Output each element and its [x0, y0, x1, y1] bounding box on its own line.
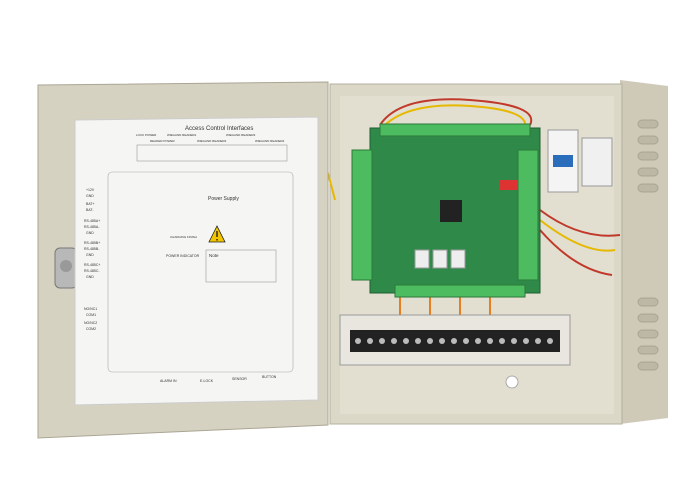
svg-text:BUTTON: BUTTON	[262, 375, 277, 379]
door-lock-icon[interactable]	[54, 247, 78, 289]
main-chip	[440, 200, 462, 222]
svg-text:RS-485C+: RS-485C+	[84, 263, 100, 267]
svg-text:BAT+: BAT+	[86, 202, 95, 206]
relays	[414, 249, 466, 269]
mounting-hole	[505, 375, 519, 389]
charging-finish-label: CHARGING FINISH	[170, 235, 197, 239]
svg-text:COM1: COM1	[86, 313, 96, 317]
top-labels: LOCK POWER READER POWER WIEGAND READER1 …	[136, 133, 285, 143]
svg-text:NO/NC1: NO/NC1	[84, 307, 97, 311]
svg-text:GND: GND	[86, 275, 94, 279]
svg-text:+12V: +12V	[86, 188, 95, 192]
wires	[304, 98, 621, 320]
left-terminal-labels: +12V GND BAT+ BAT- RS-485A+ RS-485A- GND…	[84, 188, 100, 331]
svg-text:RS-485C-: RS-485C-	[84, 269, 100, 273]
svg-text:WIEGAND READER2: WIEGAND READER2	[197, 139, 227, 143]
terminal-blocks	[351, 123, 539, 298]
svg-text:READER POWER: READER POWER	[150, 139, 176, 143]
dip-switch	[500, 180, 518, 190]
svg-text:WIEGAND READER4: WIEGAND READER4	[255, 139, 285, 143]
svg-text:NO/NC2: NO/NC2	[84, 321, 97, 325]
screw-terminals	[355, 338, 553, 344]
top-connector-outline	[136, 144, 288, 162]
svg-text:RS-485A-: RS-485A-	[84, 225, 100, 229]
svg-text:RS-485A+: RS-485A+	[84, 219, 100, 223]
svg-text:SENSOR: SENSOR	[232, 377, 247, 381]
svg-text:GND: GND	[86, 231, 94, 235]
power-indicator-label: POWER INDICATOR	[166, 254, 200, 258]
svg-text:E-LOCK: E-LOCK	[200, 379, 214, 383]
svg-text:WIEGAND READER1: WIEGAND READER1	[167, 133, 197, 137]
enclosure-side-panel	[620, 80, 668, 424]
note-box	[205, 249, 277, 283]
svg-text:BAT-: BAT-	[86, 208, 94, 212]
power-supply-label: Power Supply	[208, 196, 239, 202]
power-relay	[581, 137, 613, 187]
svg-text:LOCK POWER: LOCK POWER	[136, 133, 157, 137]
svg-text:COM2: COM2	[86, 327, 96, 331]
svg-text:WIEGAND READER3: WIEGAND READER3	[226, 133, 256, 137]
vent-slots	[637, 119, 659, 371]
note-label: Note	[209, 253, 219, 258]
svg-text:RS-485B+: RS-485B+	[84, 241, 100, 245]
svg-text:ALARM IN: ALARM IN	[160, 379, 177, 383]
wiring-diagram-sheet	[74, 116, 319, 406]
bottom-labels: ALARM IN E-LOCK SENSOR BUTTON	[160, 375, 277, 383]
svg-text:GND: GND	[86, 253, 94, 257]
diagram-title: Access Control Interfaces	[185, 126, 253, 132]
board-outline	[107, 171, 294, 373]
breaker-switch	[553, 155, 573, 167]
svg-text:RS-485B-: RS-485B-	[84, 247, 100, 251]
svg-text:GND: GND	[86, 194, 94, 198]
